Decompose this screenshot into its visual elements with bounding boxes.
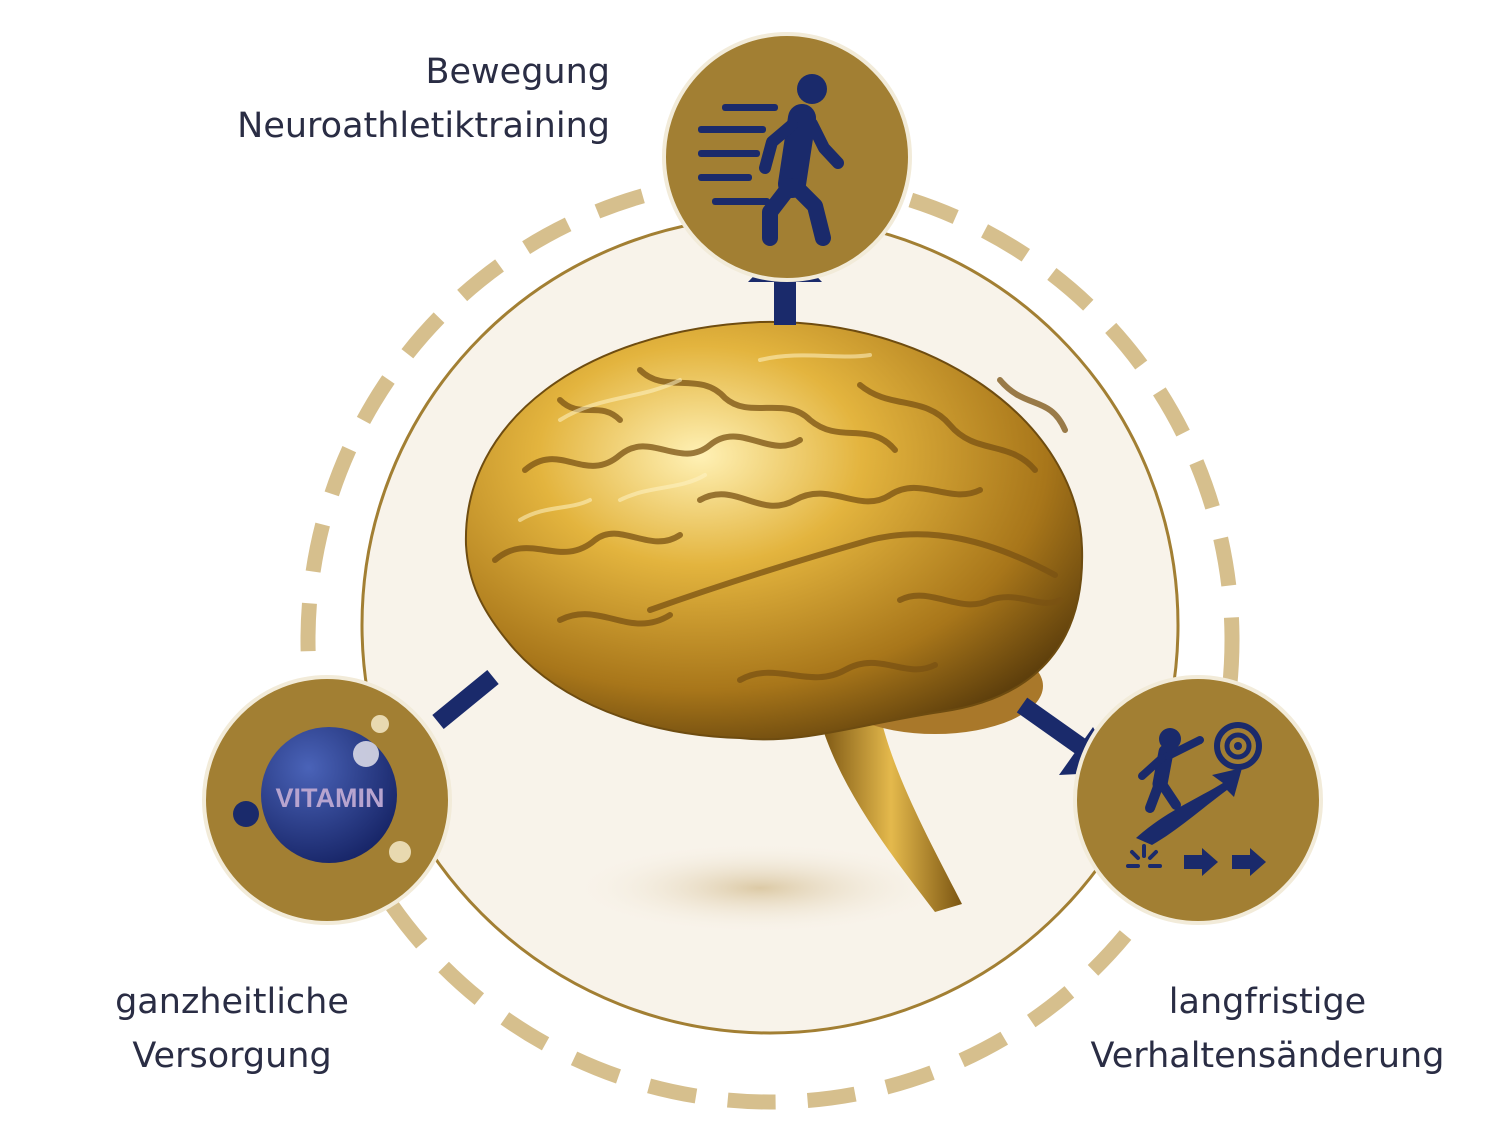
- label-behavior-change: langfristige Verhaltensänderung: [1075, 975, 1460, 1083]
- node-behavior-change: [1073, 675, 1323, 925]
- walking-person-icon: [698, 74, 844, 246]
- vitamin-icon: VITAMIN: [233, 715, 411, 863]
- node-movement: [662, 32, 912, 282]
- label-line: Versorgung: [132, 1036, 332, 1076]
- label-line: Bewegung: [425, 52, 610, 92]
- label-line: Neuroathletiktraining: [237, 106, 610, 146]
- brain-shadow: [570, 842, 950, 934]
- label-movement: Bewegung Neuroathletiktraining: [237, 45, 610, 153]
- label-line: langfristige: [1168, 982, 1367, 1022]
- label-supply: ganzheitliche Versorgung: [112, 975, 352, 1083]
- vitamin-label: VITAMIN: [276, 783, 385, 813]
- label-line: Verhaltensänderung: [1090, 1036, 1445, 1076]
- label-line: ganzheitliche: [115, 982, 349, 1022]
- brain-icon: [464, 320, 1084, 912]
- node-supply: VITAMIN: [202, 675, 452, 925]
- goal-progress-icon: [1126, 722, 1266, 876]
